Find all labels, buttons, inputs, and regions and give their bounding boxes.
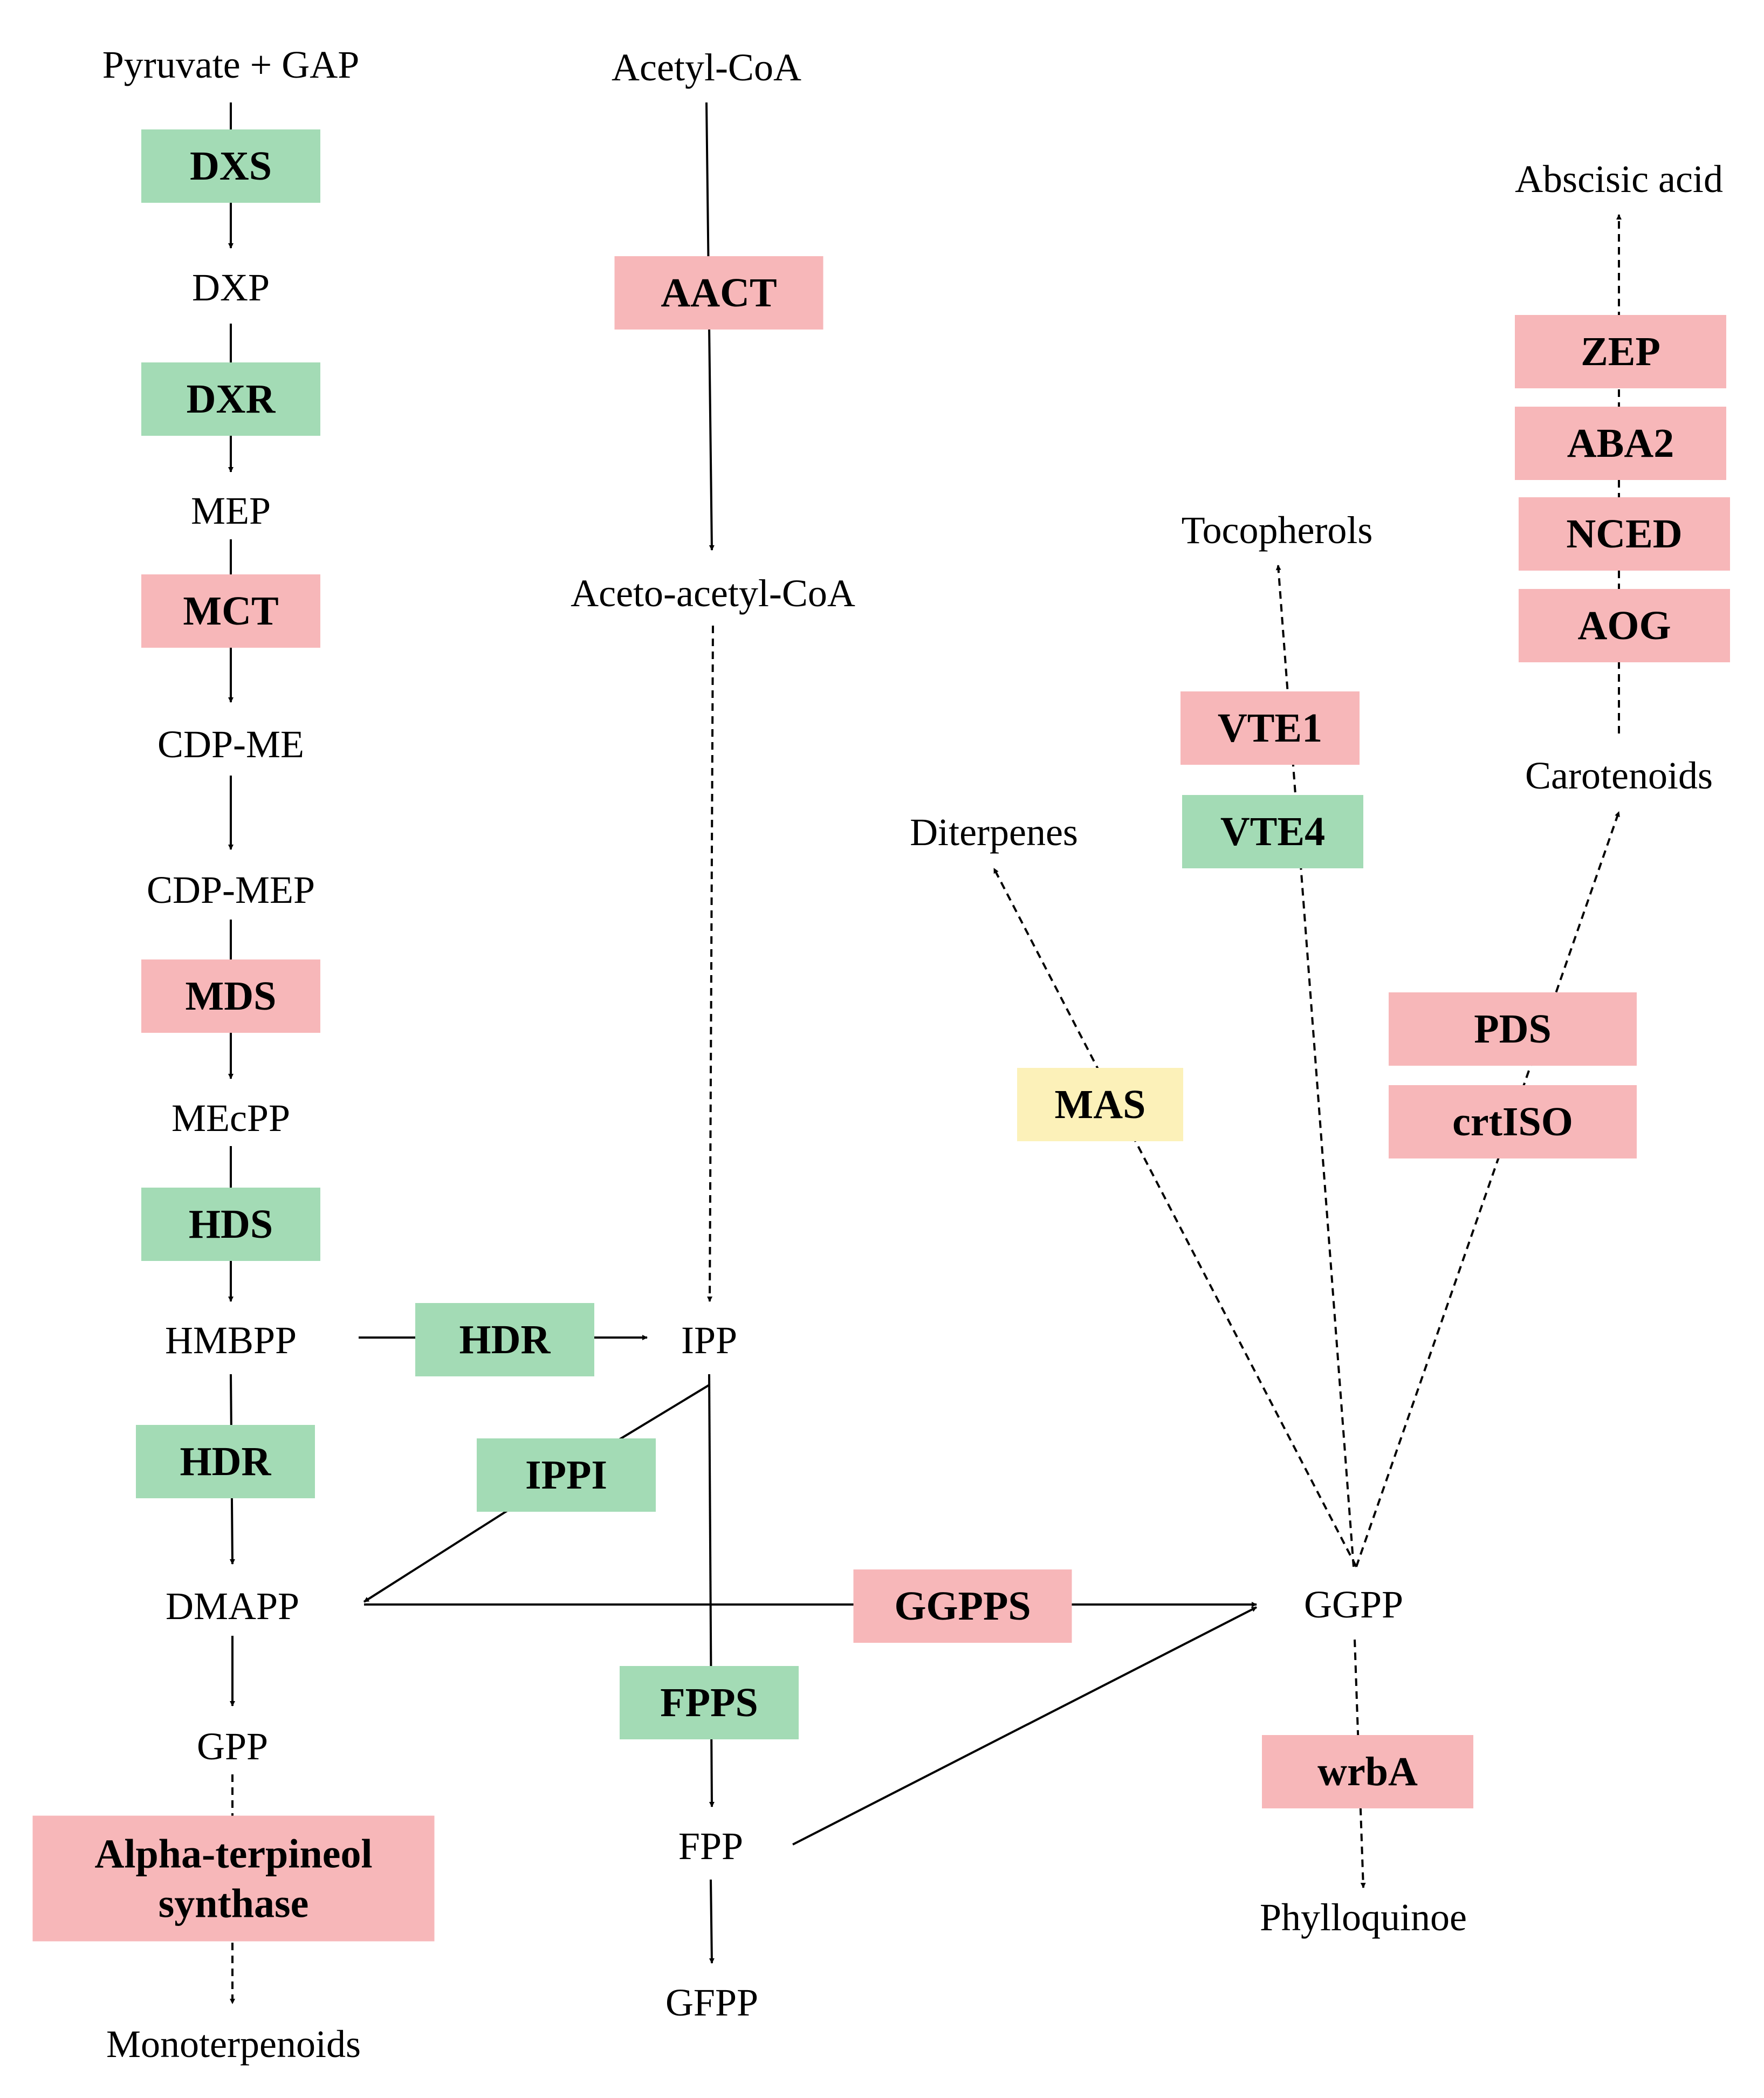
metabolite-pyruvate-gap: Pyruvate + GAP [102,43,360,86]
enzyme-aact: AACT [614,256,823,330]
metabolite-tocopherols: Tocopherols [1181,509,1373,552]
enzyme-ippi: IPPI [477,1438,656,1512]
enzyme-alpha-terpineol-line1: Alpha-terpineol [94,1831,373,1876]
enzyme-mas: MAS [1017,1068,1183,1141]
arrow-ipp-to-fpp [708,1374,715,1807]
metabolite-gpp: GPP [196,1725,269,1768]
enzyme-alpha-terpineol-line2: synthase [158,1881,309,1926]
enzyme-zep: ZEP [1515,315,1726,388]
enzyme-crtiso: crtISO [1389,1085,1637,1158]
metabolite-aceto-acetyl-coa: Aceto-acetyl-CoA [571,572,855,615]
enzyme-pds: PDS [1389,992,1637,1066]
arrow-ggpp-to-diterpenes [993,868,1357,1567]
enzyme-mct: MCT [141,574,320,648]
enzyme-wrba: wrbA [1262,1735,1473,1808]
enzyme-vte4: VTE4 [1182,795,1363,868]
metabolite-ipp: IPP [681,1319,738,1362]
metabolite-dxp: DXP [191,266,270,309]
metabolite-diterpenes: Diterpenes [910,811,1078,854]
enzyme-vte1: VTE1 [1180,691,1360,765]
metabolite-fpp: FPP [678,1825,744,1868]
enzyme-fpps: FPPS [620,1666,799,1739]
arrow-fpp-to-gfpp [709,1879,715,1964]
enzyme-ggpps: GGPPS [853,1569,1072,1643]
enzyme-alpha-terpineol-synthase: Alpha-terpineol synthase [32,1815,435,1942]
enzyme-hdr-left: HDR [136,1425,315,1498]
enzyme-dxs: DXS [141,129,320,203]
metabolite-cdp-me: CDP-ME [157,723,305,766]
metabolite-mecpp: MEcPP [171,1096,291,1140]
metabolite-dmapp: DMAPP [165,1585,300,1628]
metabolite-carotenoids: Carotenoids [1525,754,1713,797]
arrow-fpp-to-ggpp [792,1606,1257,1846]
metabolite-abscisic-acid: Abscisic acid [1515,157,1723,201]
metabolite-phylloquinoe: Phylloquinoe [1259,1896,1467,1939]
metabolite-hmbpp: HMBPP [164,1319,297,1362]
metabolite-mep: MEP [190,489,271,532]
enzyme-hdr-mid: HDR [415,1303,594,1376]
metabolite-gfpp: GFPP [665,1981,759,2024]
metabolite-acetyl-coa: Acetyl-CoA [612,46,801,89]
metabolite-ggpp: GGPP [1303,1583,1404,1626]
arrow-ggpp-to-phylloquinoe [1354,1639,1366,1888]
enzyme-dxr: DXR [141,362,320,436]
enzyme-mds: MDS [141,959,320,1033]
enzyme-nced: NCED [1519,497,1730,571]
arrow-acetoacetylcoa-to-ipp [707,625,714,1302]
enzyme-aba2: ABA2 [1515,407,1726,480]
metabolite-monoterpenoids: Monoterpenoids [106,2022,361,2066]
arrow-ggpp-to-carotenoids [1355,811,1620,1567]
enzyme-aog: AOG [1519,589,1730,662]
enzyme-hds: HDS [141,1188,320,1261]
metabolite-cdp-mep: CDP-MEP [146,868,315,911]
